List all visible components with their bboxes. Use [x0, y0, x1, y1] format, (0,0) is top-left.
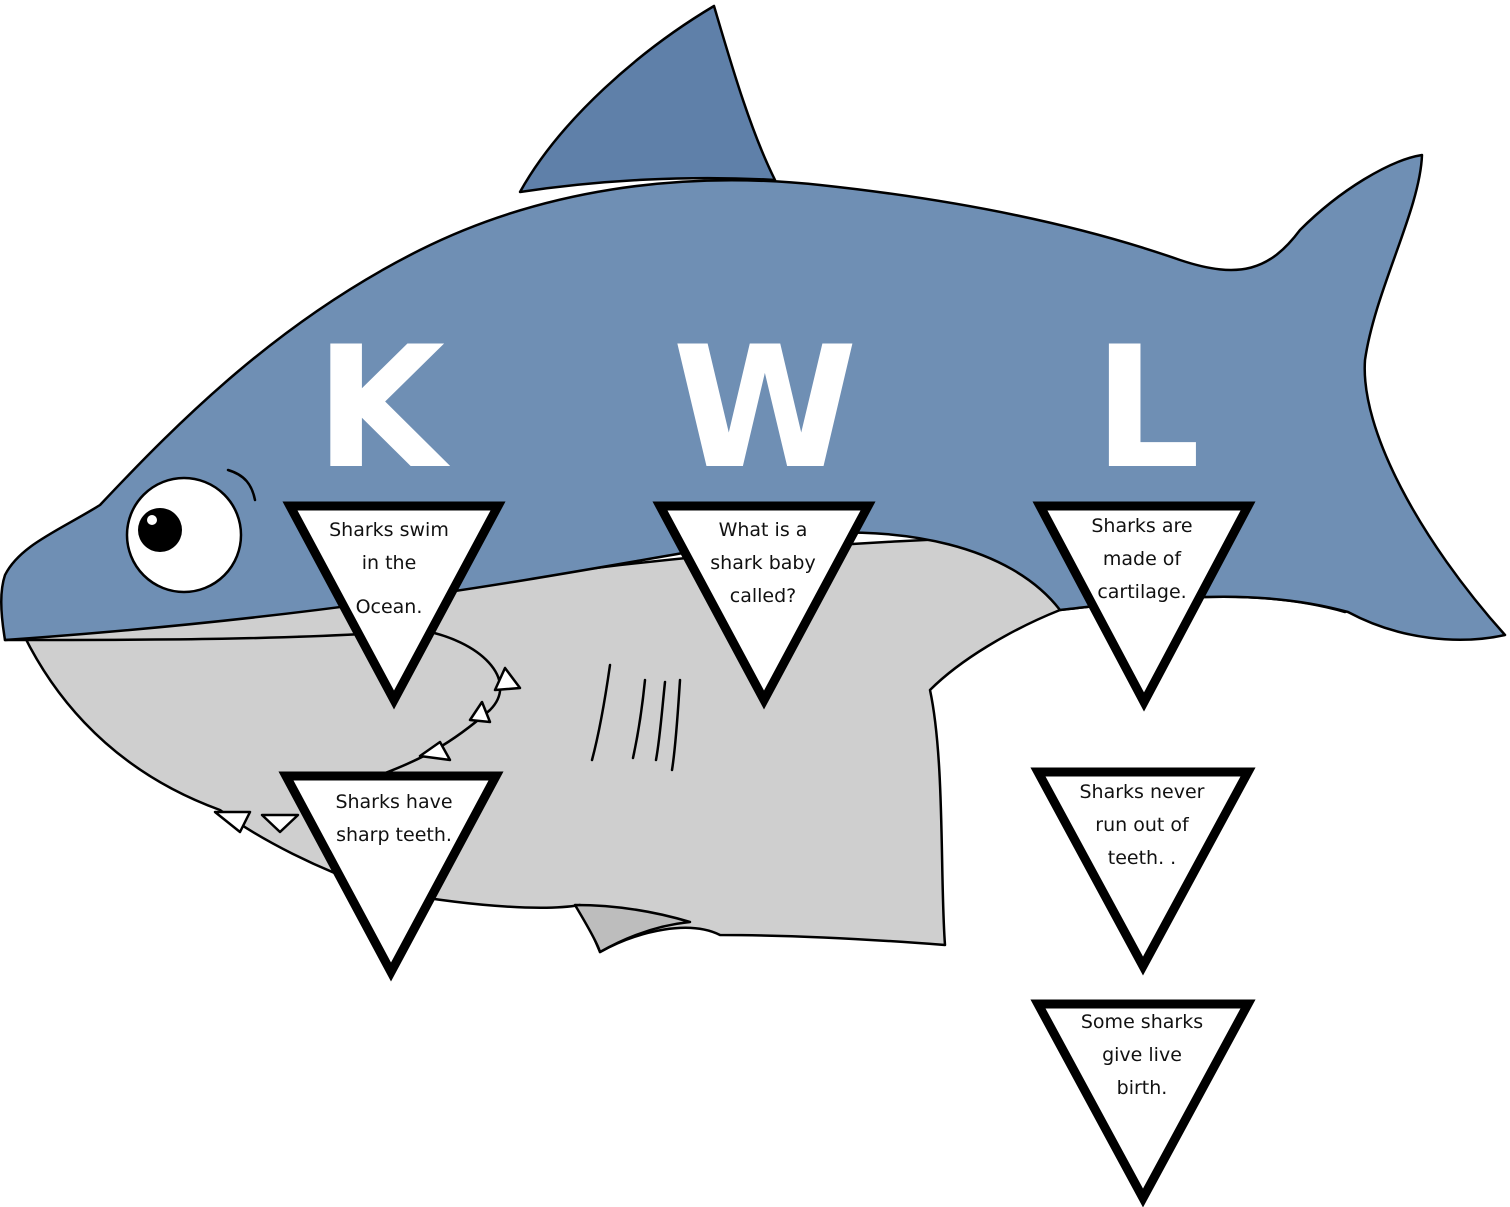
card-line: What is a: [719, 519, 808, 541]
triangle-card-shape: [1030, 767, 1256, 976]
dorsal-fin: [518, 4, 777, 194]
triangle-card-shape: [282, 501, 506, 710]
w-card-1: What is a shark baby called?: [652, 501, 876, 710]
gill-slits: [590, 663, 682, 772]
card-line: Some sharks: [1081, 1011, 1203, 1033]
card-line: sharp teeth.: [336, 824, 452, 846]
card-line: teeth. .: [1108, 847, 1176, 869]
teeth: [213, 666, 522, 834]
heading-k: K: [315, 310, 451, 506]
eye-icon: [125, 468, 257, 594]
card-line: birth.: [1117, 1077, 1168, 1099]
mouth-line: [3, 628, 502, 777]
kwl-headings: K W L: [315, 310, 1201, 506]
l-card-2: Sharks never run out of teeth. .: [1030, 767, 1256, 976]
triangle-card-shape: [652, 501, 876, 710]
l-card-1: Sharks are made of cartilage.: [1032, 501, 1256, 712]
card-line: Ocean.: [356, 596, 423, 618]
k-card-2: Sharks have sharp teeth.: [278, 771, 504, 982]
k-card-1: Sharks swim in the Ocean.: [282, 501, 506, 710]
triangle-card-shape: [1030, 999, 1256, 1207]
card-line: called?: [730, 585, 796, 607]
card-line: give live: [1102, 1044, 1182, 1066]
card-line: cartilage.: [1097, 581, 1186, 603]
card-line: Sharks swim: [329, 519, 449, 541]
l-card-3: Some sharks give live birth.: [1030, 999, 1256, 1207]
heading-w: W: [672, 310, 857, 506]
triangle-card-shape: [1032, 501, 1256, 712]
card-line: Sharks are: [1091, 515, 1192, 537]
card-line: shark baby: [710, 552, 815, 574]
card-line: in the: [362, 552, 417, 574]
triangle-card-shape: [278, 771, 504, 982]
card-line: made of: [1103, 548, 1183, 570]
heading-l: L: [1093, 310, 1200, 506]
card-line: Sharks have: [335, 791, 452, 813]
card-line: run out of: [1095, 814, 1190, 836]
card-line: Sharks never: [1080, 781, 1205, 803]
pelvic-fin: [573, 903, 692, 954]
